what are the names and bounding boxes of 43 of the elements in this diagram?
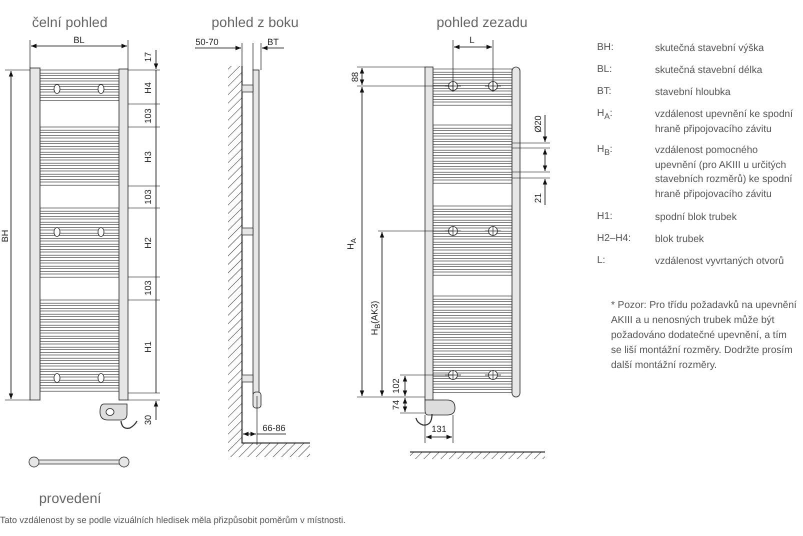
dimension-label: 103 xyxy=(142,108,154,124)
term-abbreviation: BT: xyxy=(597,86,612,98)
dimension-label: Ø20 xyxy=(532,116,544,132)
dimension-label: H1 xyxy=(142,341,154,353)
term-abbreviation: H2–H4: xyxy=(597,233,631,244)
dimension-label: 66-86 xyxy=(262,422,286,434)
term-definition: blok trubek xyxy=(655,233,705,247)
dimension-label: BT xyxy=(267,36,279,48)
term-definition: spodní blok trubek xyxy=(655,211,738,225)
term-definition: vzdálenost upevnění ke spodní hraně připojovacího závitu xyxy=(655,108,794,136)
dimension-label: 88 xyxy=(350,72,360,82)
term-definition: vzdálenost pomocného upevnění (pro AKIII u určitých stavebních rozměrů) ke spodní hraně připojovacího závitu xyxy=(655,144,794,202)
note-text: * Pozor: Pro třídu požadavků na upevnění AKIII a u nenosných trubek může být požadováno dodatečné upevnění, a tím se liší montážní rozměry. Dodržte prosím další montážní rozměry. xyxy=(611,299,798,373)
term-abbreviation: H$_{A}$: xyxy=(597,108,613,122)
term-definition: stavební hloubka xyxy=(655,86,732,100)
term-definition: vzdálenost vyvrtaných otvorů xyxy=(655,255,785,269)
dimension-label: 103 xyxy=(142,189,154,205)
dimension-label: BL xyxy=(74,34,84,46)
dimension-label: H2 xyxy=(142,237,154,249)
dimension-label: 131 xyxy=(431,424,447,434)
term-abbreviation: BH: xyxy=(597,42,614,54)
view-title: pohled z boku xyxy=(212,14,299,30)
term-abbreviation: H1: xyxy=(597,211,613,222)
dimension-label: 50-70 xyxy=(195,36,219,48)
term-abbreviation: BL: xyxy=(597,64,612,76)
view-title: provedení xyxy=(39,490,102,506)
term-definition: skutečná stavební délka xyxy=(655,64,764,78)
dimension-label: 21 xyxy=(532,193,544,203)
view-title: čelní pohled xyxy=(32,14,108,30)
dimension-label: H4 xyxy=(142,82,154,94)
term-abbreviation: L: xyxy=(597,255,606,266)
footnote: Tato vzdálenost by se podle vizuálních hledisek měla přizpůsobit poměrům v místnosti. xyxy=(0,515,346,526)
view-title: pohled zezadu xyxy=(436,14,528,30)
dimension-label: BH xyxy=(0,230,10,242)
dimension-label: H3 xyxy=(142,151,154,163)
term-definition: skutečná stavební výška xyxy=(655,42,765,56)
dimension-label: 102 xyxy=(390,378,402,394)
dimension-label: L xyxy=(470,34,474,46)
term-abbreviation: H$_{B}$: xyxy=(597,144,613,158)
dimension-label: 103 xyxy=(142,280,154,296)
dimension-label: 30 xyxy=(142,415,154,425)
dimension-label: 74 xyxy=(390,400,402,410)
dimension-label: 17 xyxy=(142,52,154,62)
